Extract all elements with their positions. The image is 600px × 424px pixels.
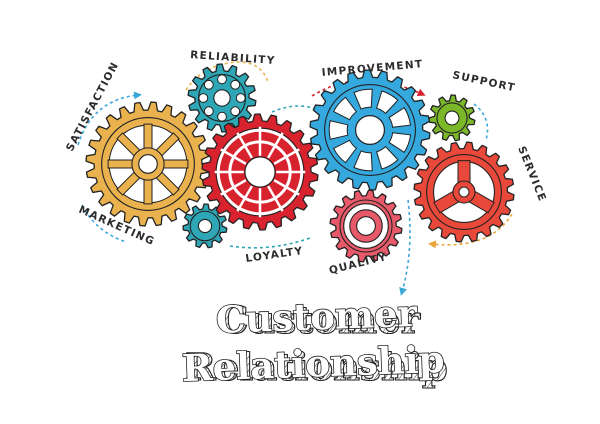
gear-blue — [309, 69, 431, 191]
gears-group — [85, 63, 515, 263]
arrow-loyalty-bottom — [229, 237, 311, 249]
gear-orange — [413, 141, 515, 243]
gear-yellow — [85, 101, 211, 227]
arrow-quality-down — [399, 199, 411, 296]
label-support: SUPPORT — [451, 69, 516, 94]
arrow-satisfaction — [77, 91, 142, 146]
title-line2-shadow: Relationship — [185, 345, 448, 389]
gear-teal-small — [182, 203, 228, 249]
title-group: Customer Customer Relationship Relations… — [180, 290, 448, 391]
title-line1-shadow: Customer — [219, 298, 421, 342]
arrow-service — [428, 213, 513, 249]
gear-green — [428, 94, 476, 142]
title-line2: Relationship — [181, 337, 445, 390]
gear-red — [201, 113, 319, 231]
gear-pink — [329, 189, 403, 263]
label-loyalty: LOYALTY — [245, 245, 305, 265]
title-line1: Customer — [215, 291, 418, 342]
arrow-support — [473, 103, 489, 141]
label-reliability: RELIABILITY — [190, 49, 276, 67]
label-service: SERVICE — [515, 145, 548, 204]
